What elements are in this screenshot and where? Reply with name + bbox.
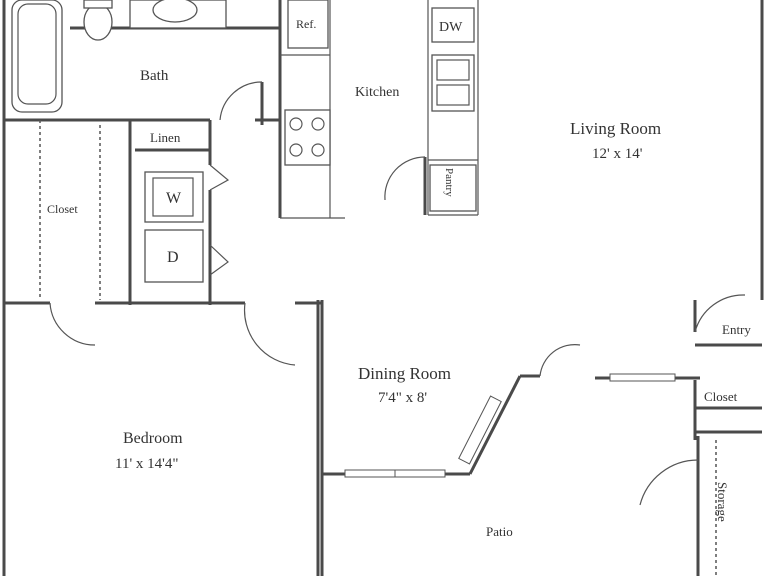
laundry-fixtures <box>144 171 204 283</box>
doors <box>49 81 746 506</box>
room-label-bath: Bath <box>140 68 169 84</box>
pantry-box <box>429 164 477 212</box>
stove-burner <box>311 143 325 157</box>
room-label-living: Living Room <box>570 119 661 138</box>
pantry-door <box>384 156 426 201</box>
kitchen-sink <box>431 54 475 112</box>
bath-door <box>219 81 263 121</box>
appliance-label-dryer: D <box>167 249 179 266</box>
dishwasher <box>431 7 475 43</box>
stove-burner <box>311 117 325 131</box>
entry-door <box>694 294 746 333</box>
kitchen-sink-bowl <box>436 59 470 81</box>
refrigerator <box>287 0 329 49</box>
room-label-kitchen: Kitchen <box>355 85 399 100</box>
window <box>394 469 446 478</box>
windows <box>344 373 676 478</box>
room-label-entry: Entry <box>722 322 751 337</box>
room-size-dining: 7'4" x 8' <box>378 390 427 406</box>
closet-door <box>49 302 96 346</box>
kitchen-sink-bowl <box>436 84 470 106</box>
room-label-bedroom: Bedroom <box>123 430 183 447</box>
stove-burner <box>289 117 303 131</box>
appliance-label-dishwasher: DW <box>439 20 463 35</box>
room-label-closet-right: Closet <box>704 389 738 404</box>
room-label-patio: Patio <box>486 524 513 539</box>
bedroom-door <box>243 302 296 366</box>
room-size-living: 12' x 14' <box>592 146 643 162</box>
toilet <box>83 3 113 41</box>
dining-door <box>539 344 581 377</box>
appliance-label-refrigerator: Ref. <box>296 17 316 31</box>
dryer <box>144 229 204 283</box>
bathtub-inner <box>17 3 57 105</box>
room-size-bedroom: 11' x 14'4" <box>115 456 178 472</box>
room-label-linen: Linen <box>150 130 181 145</box>
toilet-tank <box>83 0 113 9</box>
stove <box>284 109 331 166</box>
room-label-dining: Dining Room <box>358 364 451 383</box>
room-label-pantry: Pantry <box>443 168 455 197</box>
bathtub <box>11 0 63 113</box>
room-label-storage: Storage <box>715 482 730 522</box>
stove-burner <box>289 143 303 157</box>
window <box>344 469 396 478</box>
room-label-closet-left: Closet <box>47 202 78 216</box>
sliding-door <box>458 395 502 465</box>
sink-basin <box>152 0 198 23</box>
storage-door <box>639 459 699 506</box>
bath-fixtures <box>11 0 227 113</box>
kitchen-fixtures <box>284 0 477 212</box>
appliance-label-washer: W <box>166 190 182 207</box>
labels: Bath Kitchen Living Room 12' x 14' Linen… <box>47 17 751 539</box>
window <box>609 373 676 382</box>
